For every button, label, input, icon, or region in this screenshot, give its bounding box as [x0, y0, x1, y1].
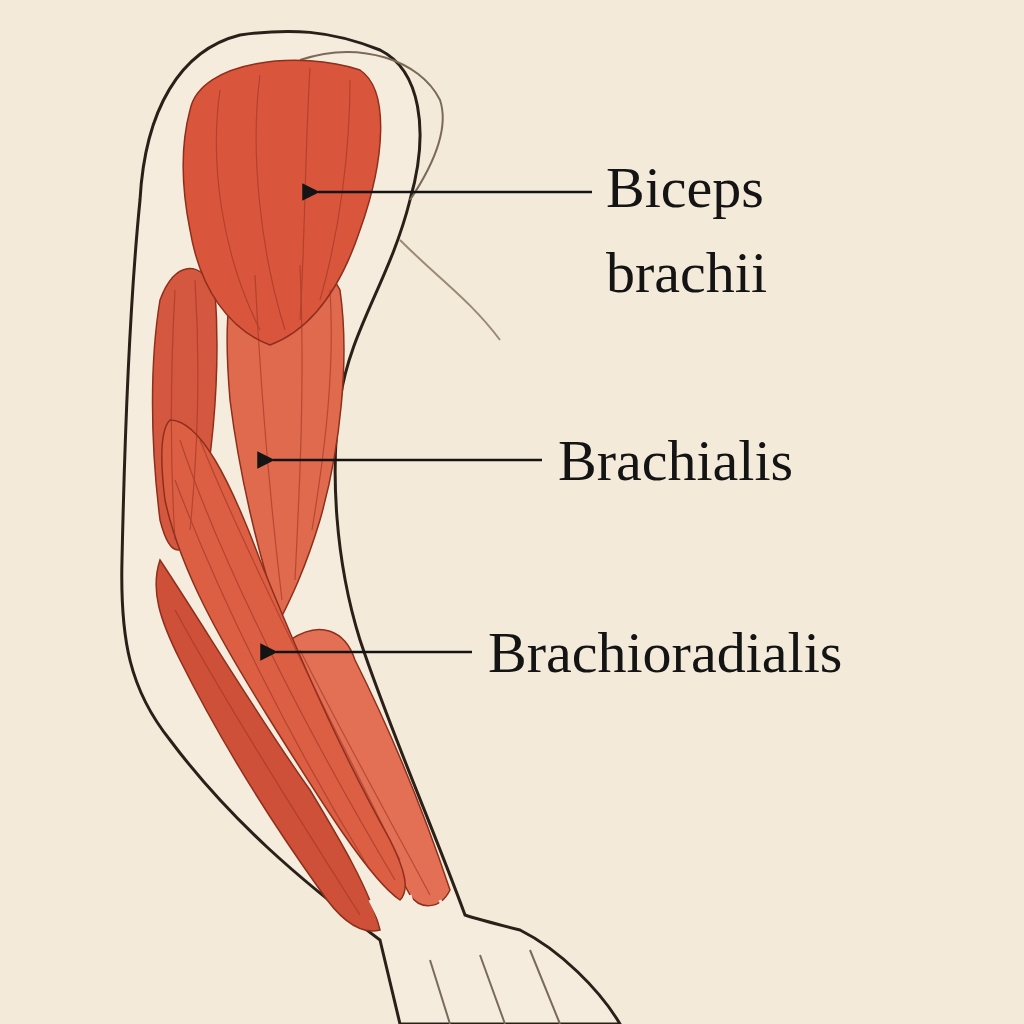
tendon [370, 895, 455, 950]
brachioradialis-muscle [162, 420, 405, 900]
biceps-muscle [183, 60, 380, 345]
muscle-label: Biceps brachii [606, 145, 886, 315]
leader-line [273, 459, 542, 462]
striation [175, 610, 430, 915]
muscle-label: Brachialis [558, 418, 793, 503]
chest-line [400, 240, 500, 340]
muscle-label: Brachioradialis [488, 610, 842, 695]
skin-outline [122, 31, 620, 1024]
striation [255, 265, 331, 600]
finger-line [430, 950, 560, 1024]
wrist-tendons [370, 895, 455, 950]
arm-outline [122, 31, 620, 1024]
muscle-striations [171, 68, 430, 915]
leader-line [318, 191, 592, 194]
striation [175, 440, 400, 880]
leader-lines [273, 192, 592, 652]
leader-line [276, 651, 472, 654]
striation [171, 280, 197, 540]
